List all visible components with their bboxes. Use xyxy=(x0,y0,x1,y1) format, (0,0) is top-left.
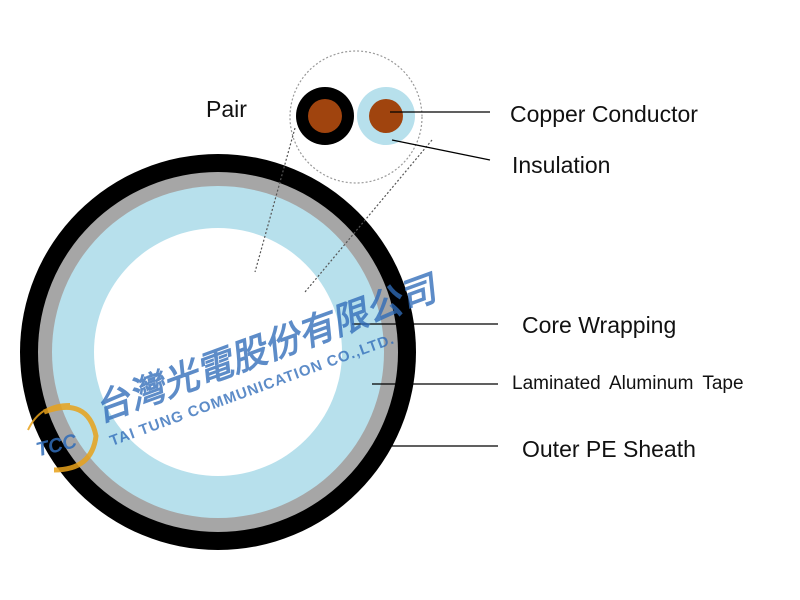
label-core-wrapping: Core Wrapping xyxy=(522,312,677,338)
label-copper-conductor: Copper Conductor xyxy=(510,101,698,127)
cable-core xyxy=(94,228,342,476)
projection-line-right xyxy=(304,139,433,293)
label-outer-pe-sheath: Outer PE Sheath xyxy=(522,436,696,462)
pair-copper-conductor-1 xyxy=(308,99,342,133)
projection-line-left xyxy=(254,127,296,273)
pair-magnifier-circle xyxy=(289,50,423,184)
label-laminated-aluminum-tape: Laminated Aluminum Tape xyxy=(512,373,744,394)
leader-insulation xyxy=(391,139,491,161)
label-insulation: Insulation xyxy=(512,152,611,178)
label-pair: Pair xyxy=(206,96,247,122)
pair-copper-conductor-2 xyxy=(369,99,403,133)
